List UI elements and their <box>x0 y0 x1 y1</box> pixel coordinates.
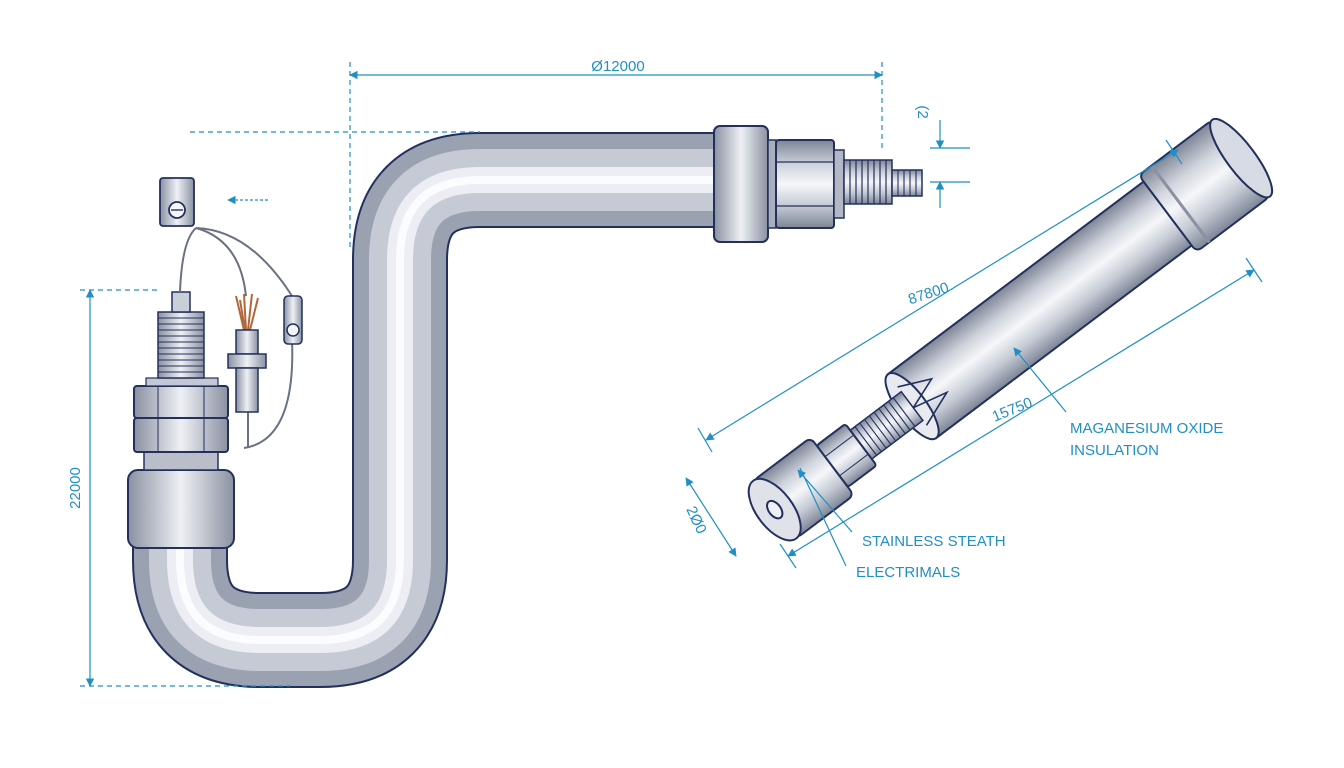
dim-left-height: 22000 <box>67 467 84 509</box>
inline-fuse-connector <box>283 295 303 345</box>
dim-top-span: Ø12000 <box>591 58 644 75</box>
threaded-stud <box>843 159 923 205</box>
callout-insulation-line2: INSULATION <box>1070 442 1159 459</box>
callout-terminals: ELECTRIMALS <box>856 564 960 581</box>
ring-lug <box>159 177 195 227</box>
wiring <box>179 227 294 449</box>
callout-insulation-line1: MAGANESIUM OXIDE <box>1070 420 1223 437</box>
copper-wire-connector <box>227 293 267 413</box>
dim-thread-size: (2 <box>914 105 931 118</box>
dimension-lines <box>80 62 1263 687</box>
left-terminal-assembly <box>127 291 235 549</box>
callout-sheath: STAINLESS STEATH <box>862 533 1006 550</box>
dim-body-length: 15750 <box>990 394 1035 425</box>
right-tube-fitting <box>713 125 923 243</box>
bent-heater-tube <box>132 132 720 688</box>
